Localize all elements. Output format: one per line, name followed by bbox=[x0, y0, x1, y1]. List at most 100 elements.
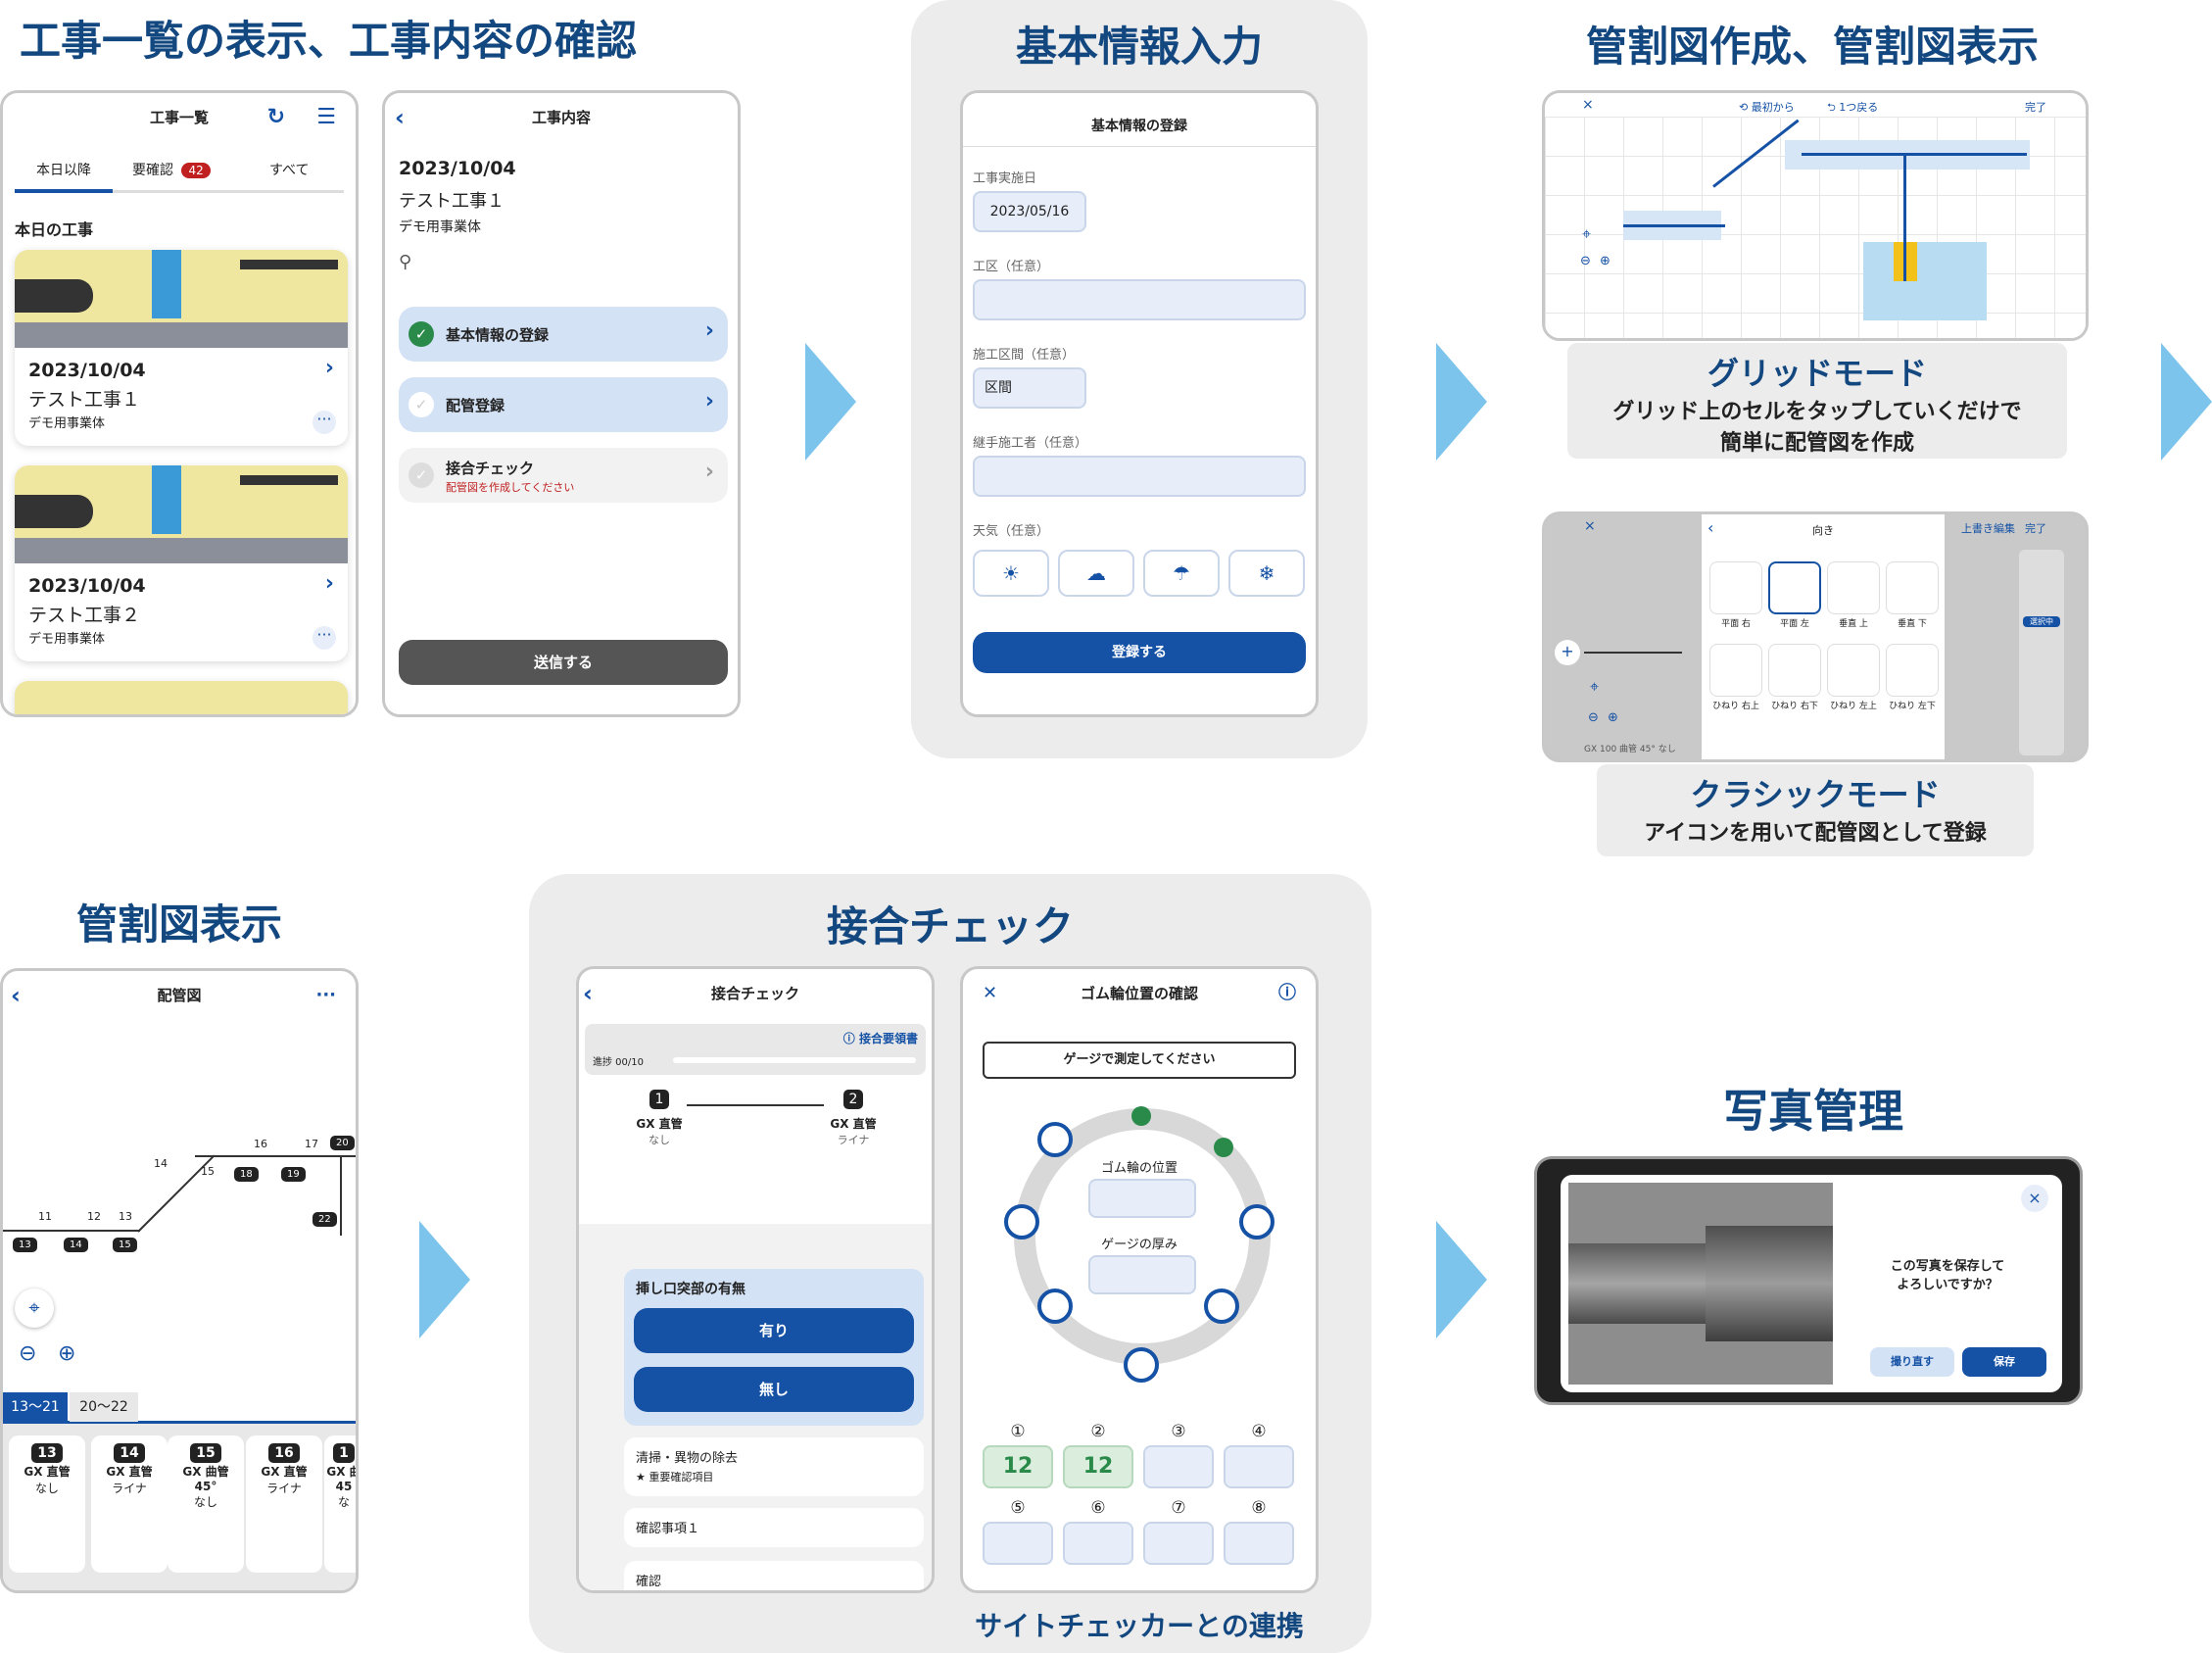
direction-panel: ‹ 向き 平面 右 平面 左 垂直 上 垂直 下 ひねり 右上 ひねり 右下 ひ… bbox=[1702, 514, 1945, 759]
measure-cell[interactable] bbox=[1143, 1522, 1214, 1565]
position-field[interactable] bbox=[1088, 1179, 1196, 1218]
locate-icon[interactable]: ⌖ bbox=[15, 1288, 54, 1328]
zoom-in-icon[interactable]: ⊕ bbox=[1600, 254, 1611, 268]
sensor-point[interactable] bbox=[1037, 1288, 1073, 1324]
yes-button[interactable]: 有り bbox=[634, 1308, 914, 1353]
pipe-direction-icon[interactable] bbox=[1886, 561, 1939, 614]
sensor-point[interactable] bbox=[1124, 1347, 1159, 1383]
measure-cell[interactable] bbox=[1063, 1522, 1133, 1565]
pipe-direction-icon[interactable] bbox=[1827, 644, 1880, 697]
date-field[interactable]: 2023/05/16 bbox=[973, 191, 1086, 232]
project-card[interactable]: 2023/10/04 テスト工事１ デモ用事業体 › ··· bbox=[15, 250, 348, 446]
measure-cell[interactable] bbox=[1224, 1522, 1294, 1565]
back-icon[interactable]: ‹ bbox=[395, 104, 405, 131]
measure-cell[interactable] bbox=[1143, 1445, 1214, 1488]
sensor-point[interactable] bbox=[1004, 1204, 1039, 1240]
back-icon[interactable]: ‹ bbox=[583, 980, 593, 1007]
close-icon[interactable]: ✕ bbox=[983, 983, 998, 1003]
done-button[interactable]: 完了 bbox=[2025, 101, 2046, 114]
zoom-out-icon[interactable]: ⊖ bbox=[1588, 710, 1599, 725]
tab-today[interactable]: 本日以降 bbox=[15, 160, 113, 193]
add-icon[interactable]: + bbox=[1555, 640, 1580, 665]
project-card[interactable] bbox=[15, 681, 348, 714]
section-label: 本日の工事 bbox=[15, 220, 94, 239]
chevron-right-icon[interactable]: › bbox=[324, 356, 334, 380]
sensor-point[interactable] bbox=[1037, 1122, 1073, 1157]
pipe-direction-icon[interactable] bbox=[1709, 561, 1762, 614]
grid-canvas[interactable]: ⌖ ⊖ ⊕ bbox=[1545, 117, 2086, 338]
help-icon[interactable]: ⓘ bbox=[1278, 983, 1296, 1003]
zoom-in-icon[interactable]: ⊕ bbox=[58, 1341, 76, 1366]
back-icon[interactable]: ‹ bbox=[11, 982, 21, 1009]
node-label: 12 bbox=[87, 1210, 101, 1223]
back-icon[interactable]: ‹ bbox=[1707, 518, 1714, 537]
checklist-item[interactable]: 確認 bbox=[624, 1561, 924, 1590]
row-basic-info[interactable]: ✓ 基本情報の登録 › bbox=[399, 307, 728, 362]
classic-mode-title: クラシックモード bbox=[1690, 776, 1941, 813]
zoom-in-icon[interactable]: ⊕ bbox=[1608, 710, 1618, 725]
more-icon[interactable]: ··· bbox=[315, 985, 336, 1005]
sunny-icon[interactable]: ☀ bbox=[973, 550, 1049, 597]
sensor-point[interactable] bbox=[1239, 1204, 1274, 1240]
locate-icon[interactable]: ⌖ bbox=[1590, 677, 1600, 696]
worker-field[interactable] bbox=[973, 456, 1306, 497]
section-field[interactable]: 区間 bbox=[973, 367, 1086, 409]
no-button[interactable]: 無し bbox=[634, 1367, 914, 1412]
tab-range-1[interactable]: 13～21 bbox=[3, 1392, 68, 1422]
progress-area: ⓘ 接合要領書 進捗 00/10 bbox=[585, 1024, 926, 1075]
measure-cell[interactable]: 12 bbox=[1063, 1445, 1133, 1488]
flow-arrow-icon bbox=[1436, 343, 1487, 461]
chevron-right-icon[interactable]: › bbox=[324, 571, 334, 596]
pipe-direction-icon[interactable] bbox=[1886, 644, 1939, 697]
locate-icon[interactable]: ⌖ bbox=[1582, 224, 1592, 243]
cloudy-icon[interactable]: ☁ bbox=[1058, 550, 1134, 597]
zoom-out-icon[interactable]: ⊖ bbox=[19, 1341, 37, 1366]
close-icon[interactable]: × bbox=[1582, 97, 1594, 113]
count-badge: 42 bbox=[181, 163, 211, 178]
pipe-1-type: GX 直管 bbox=[636, 1117, 683, 1131]
zoom-out-icon[interactable]: ⊖ bbox=[1580, 254, 1591, 268]
row-pipe-registration[interactable]: ✓ 配管登録 › bbox=[399, 377, 728, 432]
area-field[interactable] bbox=[973, 279, 1306, 320]
more-icon[interactable]: ··· bbox=[313, 411, 336, 434]
close-icon[interactable]: × bbox=[2021, 1185, 2048, 1212]
close-icon[interactable]: × bbox=[1584, 518, 1596, 534]
rainy-icon[interactable]: ☂ bbox=[1143, 550, 1220, 597]
pipe-direction-icon[interactable] bbox=[1709, 644, 1762, 697]
overwrite-button[interactable]: 上書き編集 bbox=[1961, 522, 2015, 535]
snowy-icon[interactable]: ❄ bbox=[1228, 550, 1305, 597]
thickness-field[interactable] bbox=[1088, 1255, 1196, 1294]
sensor-point[interactable] bbox=[1204, 1288, 1239, 1324]
send-button[interactable]: 送信する bbox=[399, 640, 728, 685]
location-pin-icon[interactable]: ⚲ bbox=[399, 252, 412, 272]
measure-cell[interactable] bbox=[1224, 1445, 1294, 1488]
more-icon[interactable]: ··· bbox=[313, 626, 336, 650]
row-joint-check[interactable]: ✓ 接合チェック 配管図を作成してください › bbox=[399, 448, 728, 503]
project-card[interactable]: 2023/10/04 テスト工事２ デモ用事業体 › ··· bbox=[15, 465, 348, 661]
done-button[interactable]: 完了 bbox=[2025, 522, 2046, 535]
menu-icon[interactable]: ☰ bbox=[316, 105, 336, 129]
tab-all[interactable]: すべて bbox=[269, 163, 310, 178]
project-date: 2023/10/04 bbox=[28, 575, 146, 597]
save-button[interactable]: 保存 bbox=[1962, 1347, 2046, 1377]
pipe-direction-icon[interactable] bbox=[1768, 561, 1821, 614]
checklist-item[interactable]: 清掃・異物の除去 ★ 重要確認項目 bbox=[624, 1437, 924, 1496]
measure-cell[interactable]: 12 bbox=[983, 1445, 1053, 1488]
tab-range-2[interactable]: 20～22 bbox=[70, 1392, 138, 1422]
pipe-direction-icon[interactable] bbox=[1827, 561, 1880, 614]
measure-cell[interactable] bbox=[983, 1522, 1053, 1565]
checklist-item[interactable]: 確認事項１ bbox=[624, 1508, 924, 1547]
undo-button[interactable]: ⮌ 1つ戻る bbox=[1827, 101, 1879, 114]
retake-button[interactable]: 撮り直す bbox=[1870, 1347, 1954, 1377]
submit-button[interactable]: 登録する bbox=[973, 632, 1306, 673]
refresh-icon[interactable]: ↻ bbox=[266, 105, 285, 129]
reset-button[interactable]: ⟲ 最初から bbox=[1739, 101, 1795, 114]
tab-needs-check[interactable]: 要確認 42 bbox=[132, 160, 211, 179]
manual-link[interactable]: ⓘ 接合要領書 bbox=[842, 1032, 918, 1045]
pipe-direction-icon[interactable] bbox=[1768, 644, 1821, 697]
